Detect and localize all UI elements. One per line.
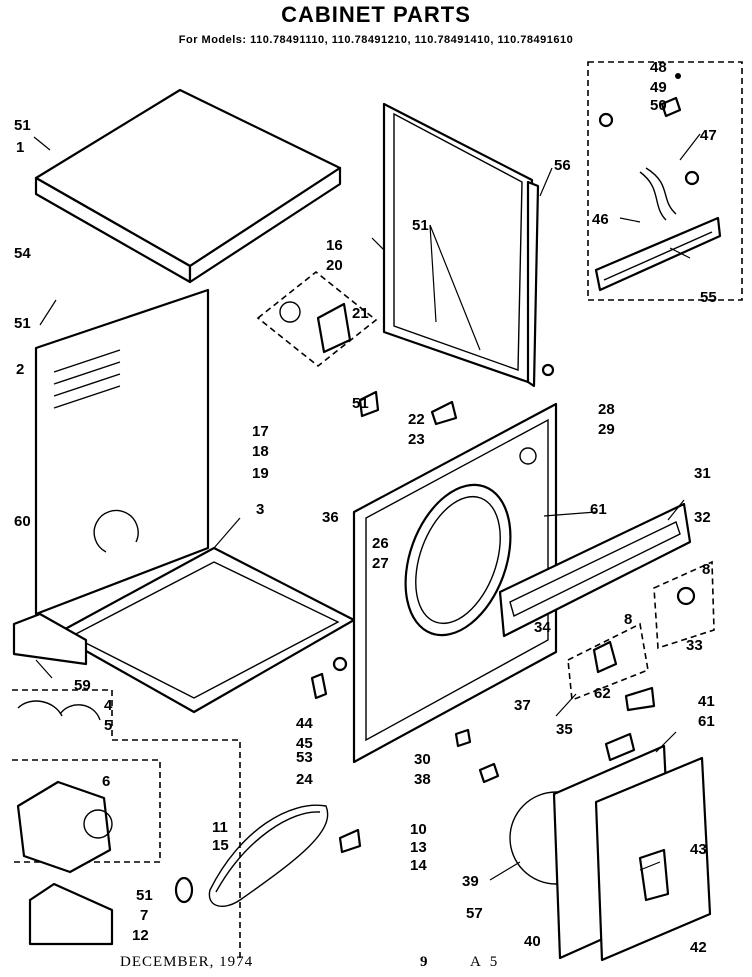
callout-61: 61 bbox=[590, 501, 607, 518]
callout-50: 50 bbox=[650, 97, 667, 114]
motor-inset bbox=[12, 689, 241, 962]
callout-29: 29 bbox=[598, 421, 615, 438]
callout-11: 11 bbox=[212, 819, 228, 836]
side-panel bbox=[34, 288, 210, 616]
callout-31: 31 bbox=[694, 465, 711, 482]
callout-44: 44 bbox=[296, 715, 313, 732]
callout-42: 42 bbox=[690, 939, 707, 956]
callout-36: 36 bbox=[322, 509, 339, 526]
harness-inset bbox=[587, 61, 743, 301]
knob-inset bbox=[567, 622, 649, 702]
callout-6: 6 bbox=[102, 773, 110, 790]
callout-56: 56 bbox=[554, 157, 571, 174]
callout-1: 1 bbox=[16, 139, 24, 156]
callout-labels: 48 49 50 47 46 55 51 1 56 51 16 20 21 54… bbox=[14, 59, 717, 956]
callout-62: 62 bbox=[594, 685, 611, 702]
page-title: CABINET PARTS bbox=[281, 2, 471, 27]
callout-39: 39 bbox=[462, 873, 479, 890]
callout-51: 51 bbox=[14, 117, 31, 134]
model-list: For Models: 110.78491110, 110.78491210, … bbox=[178, 34, 574, 46]
callout-10: 10 bbox=[410, 821, 427, 838]
callout-53: 53 bbox=[296, 749, 313, 766]
callout-60: 60 bbox=[14, 513, 31, 530]
callout-20: 20 bbox=[326, 257, 343, 274]
sheet-code: A 5 bbox=[470, 954, 501, 970]
callout-18: 18 bbox=[252, 443, 269, 460]
callout-55: 55 bbox=[700, 289, 717, 306]
callout-3: 3 bbox=[256, 501, 264, 518]
callout-22: 22 bbox=[408, 411, 425, 428]
callout-30: 30 bbox=[414, 751, 431, 768]
callout-48: 48 bbox=[650, 59, 667, 76]
leader-lines bbox=[33, 133, 701, 881]
callout-8: 8 bbox=[702, 561, 710, 578]
callout-37: 37 bbox=[514, 697, 531, 714]
callout-5: 5 bbox=[104, 717, 112, 734]
top-panel bbox=[34, 88, 342, 284]
callout-47: 47 bbox=[700, 127, 717, 144]
callout-7: 7 bbox=[140, 907, 148, 924]
drum-assembly bbox=[478, 732, 712, 962]
callout-12: 12 bbox=[132, 927, 149, 944]
control-console bbox=[498, 502, 715, 650]
callout-49: 49 bbox=[650, 79, 667, 96]
callout-51: 51 bbox=[136, 887, 153, 904]
revision-date: DECEMBER, 1974 bbox=[120, 954, 254, 970]
callout-15: 15 bbox=[212, 837, 229, 854]
callout-61: 61 bbox=[698, 713, 715, 730]
callout-57: 57 bbox=[466, 905, 483, 922]
belt-pulley bbox=[174, 804, 329, 908]
front-panel bbox=[352, 402, 558, 764]
hardware-parts bbox=[310, 363, 656, 854]
callout-43: 43 bbox=[690, 841, 707, 858]
callout-28: 28 bbox=[598, 401, 615, 418]
callout-16: 16 bbox=[326, 237, 343, 254]
callout-54: 54 bbox=[14, 245, 31, 262]
callout-41: 41 bbox=[698, 693, 715, 710]
callout-14: 14 bbox=[410, 857, 427, 874]
callout-19: 19 bbox=[252, 465, 269, 482]
callout-51: 51 bbox=[352, 395, 369, 412]
callout-40: 40 bbox=[524, 933, 541, 950]
callout-17: 17 bbox=[252, 423, 269, 440]
callout-34: 34 bbox=[534, 619, 551, 636]
callout-46: 46 bbox=[592, 211, 609, 228]
callout-26: 26 bbox=[372, 535, 389, 552]
callout-35: 35 bbox=[556, 721, 573, 738]
page-number: 9 bbox=[420, 954, 428, 970]
callout-4: 4 bbox=[104, 697, 113, 714]
callout-51: 51 bbox=[14, 315, 31, 332]
callout-21: 21 bbox=[352, 305, 369, 322]
callout-32: 32 bbox=[694, 509, 711, 526]
callout-27: 27 bbox=[372, 555, 389, 572]
callout-8: 8 bbox=[624, 611, 632, 628]
callout-13: 13 bbox=[410, 839, 427, 856]
timer-inset bbox=[256, 270, 378, 368]
callout-23: 23 bbox=[408, 431, 425, 448]
callout-24: 24 bbox=[296, 771, 313, 788]
callout-45: 45 bbox=[296, 735, 313, 752]
callout-51: 51 bbox=[412, 217, 429, 234]
callout-2: 2 bbox=[16, 361, 24, 378]
callout-38: 38 bbox=[414, 771, 431, 788]
rear-panel bbox=[382, 102, 540, 388]
callout-59: 59 bbox=[74, 677, 91, 694]
callout-33: 33 bbox=[686, 637, 703, 654]
